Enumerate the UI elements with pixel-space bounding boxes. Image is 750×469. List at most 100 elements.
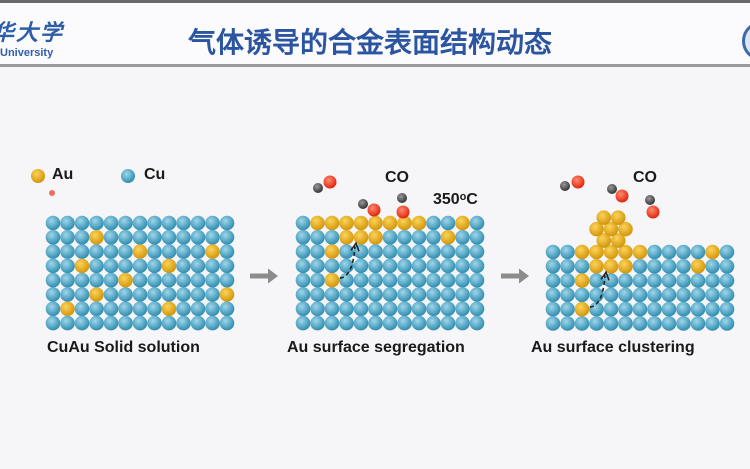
cu-atom [397, 301, 412, 317]
cu-atom [469, 272, 485, 288]
cu-atom [219, 315, 235, 331]
cu-atom [545, 287, 561, 303]
cu-atom [353, 301, 369, 317]
au-atom [368, 230, 383, 245]
cu-atom [676, 244, 691, 260]
cu-atom [60, 287, 75, 302]
cu-atom [295, 230, 311, 245]
cu-atom [324, 301, 340, 317]
cu-atom [411, 301, 427, 317]
au-atom [574, 244, 590, 260]
cu-atom [589, 316, 604, 331]
cu-atom [103, 258, 119, 274]
cu-atom [661, 273, 677, 288]
cu-atom [89, 301, 104, 317]
au-atom [455, 215, 470, 231]
cu-atom [661, 287, 677, 303]
au-atom [589, 221, 604, 237]
panel-2-caption: Au surface segregation [287, 339, 465, 356]
cu-atom [455, 244, 470, 259]
au-atom [603, 244, 619, 260]
cu-atom [545, 301, 561, 317]
cu-atom [339, 315, 354, 331]
cu-atom [618, 316, 633, 331]
cu-atom [618, 287, 633, 303]
cu-atom [632, 259, 648, 274]
cu-atom [353, 244, 369, 259]
cu-atom [45, 287, 61, 302]
cu-atom [205, 301, 220, 317]
cu-atom [426, 215, 441, 231]
cu-atom [310, 258, 325, 274]
cu-atom [469, 244, 485, 259]
cu-atom [74, 287, 90, 302]
cu-atom [382, 301, 398, 317]
cu-atom [397, 244, 412, 259]
cu-atom [603, 287, 619, 303]
cu-atom [411, 287, 427, 302]
cu-atom [74, 230, 90, 245]
diffusion-arrowhead [600, 270, 610, 281]
panel-2-co-label: CO [385, 169, 409, 186]
cu-atom [103, 244, 119, 259]
cu-atom [45, 315, 61, 331]
cu-atom [176, 287, 191, 302]
cu-atom [89, 315, 104, 331]
cu-atom [74, 272, 90, 288]
cu-atom [190, 287, 206, 302]
cu-atom [295, 215, 311, 231]
cu-atom [161, 272, 177, 288]
cu-atom [310, 272, 325, 288]
cu-atom [589, 287, 604, 303]
cu-atom [632, 287, 648, 303]
cu-atom [426, 287, 441, 302]
top-border [0, 0, 750, 3]
cu-atom [118, 301, 133, 317]
cu-atom [632, 316, 648, 331]
cu-atom [353, 287, 369, 302]
university-logo-en: University [0, 47, 54, 59]
au-atom [603, 221, 619, 237]
cu-atom [339, 244, 354, 259]
cu-atom [45, 258, 61, 274]
cu-atom [103, 287, 119, 302]
au-atom [118, 272, 133, 288]
cu-atom [132, 272, 148, 288]
oxygen-atom [396, 205, 410, 219]
cu-atom [676, 259, 691, 274]
cu-atom [45, 215, 61, 231]
au-atom [603, 259, 619, 274]
process-arrow [250, 268, 278, 284]
cu-atom [45, 230, 61, 245]
au-atom [219, 287, 235, 302]
cu-atom [690, 244, 706, 260]
cu-atom [132, 287, 148, 302]
cu-atom [603, 301, 619, 317]
cu-atom [469, 258, 485, 274]
cu-atom [368, 272, 383, 288]
cu-atom [205, 230, 220, 245]
cu-atom [353, 315, 369, 331]
cu-atom [295, 258, 311, 274]
panel-1-caption: CuAu Solid solution [47, 339, 200, 356]
cu-atom [618, 301, 633, 317]
cu-atom [161, 230, 177, 245]
cu-atom [103, 301, 119, 317]
diffusion-arrow [339, 246, 356, 279]
au-atom [161, 301, 177, 317]
cu-atom [411, 258, 427, 274]
cu-atom [661, 316, 677, 331]
cu-atom [603, 273, 619, 288]
cu-atom [560, 301, 575, 317]
au-atom [368, 215, 383, 231]
cu-atom [368, 244, 383, 259]
cu-atom [74, 215, 90, 231]
cu-atom [719, 316, 735, 331]
cu-atom [411, 315, 427, 331]
cu-atom [440, 244, 456, 259]
cu-atom [132, 315, 148, 331]
cu-atom [632, 301, 648, 317]
slide-title: 气体诱导的合金表面结构动态 [187, 26, 552, 59]
cu-atom [397, 258, 412, 274]
